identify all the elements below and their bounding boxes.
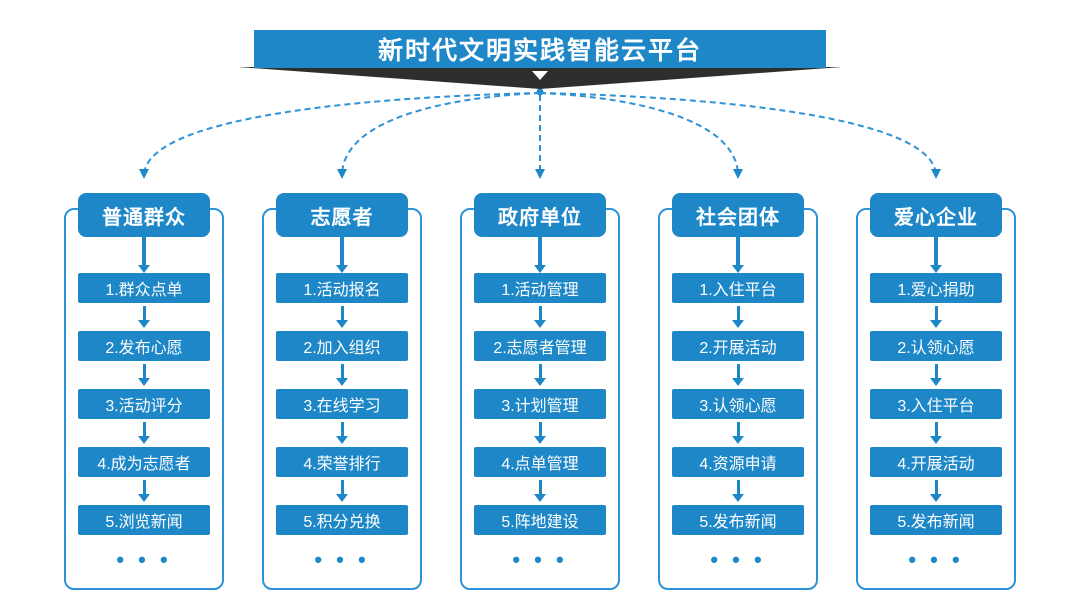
flow-step: 1.活动报名	[276, 273, 408, 303]
column-social-organizations: 社会团体 1.入住平台 2.开展活动 3.认领心愿 4.资源申请 5.发布新闻 …	[658, 193, 818, 590]
down-arrow-icon	[732, 364, 744, 386]
down-arrow-icon	[138, 364, 150, 386]
flow-step: 3.入住平台	[870, 389, 1002, 419]
flow-step: 3.活动评分	[78, 389, 210, 419]
down-arrow-icon	[534, 480, 546, 502]
down-arrow-icon	[930, 480, 942, 502]
flow-step: 2.认领心愿	[870, 331, 1002, 361]
flow-step: 5.浏览新闻	[78, 505, 210, 535]
flow-step: 5.发布新闻	[870, 505, 1002, 535]
column-header: 政府单位	[474, 193, 606, 237]
ellipsis-dots: • • •	[710, 547, 766, 572]
down-arrow-icon	[336, 422, 348, 444]
column-government-units: 政府单位 1.活动管理 2.志愿者管理 3.计划管理 4.点单管理 5.阵地建设…	[460, 193, 620, 590]
flow-step: 3.在线学习	[276, 389, 408, 419]
down-arrow-icon	[534, 364, 546, 386]
flow-step: 4.荣誉排行	[276, 447, 408, 477]
down-arrow-icon	[336, 306, 348, 328]
connector-fan	[139, 88, 941, 179]
down-arrow-icon	[336, 237, 348, 273]
column-header: 社会团体	[672, 193, 804, 237]
flow-step: 4.成为志愿者	[78, 447, 210, 477]
flow-step: 5.发布新闻	[672, 505, 804, 535]
flow-step: 5.阵地建设	[474, 505, 606, 535]
flow-step: 3.计划管理	[474, 389, 606, 419]
flow-step: 1.群众点单	[78, 273, 210, 303]
flow-step: 2.开展活动	[672, 331, 804, 361]
down-arrow-icon	[532, 71, 548, 80]
down-arrow-icon	[336, 480, 348, 502]
dashed-arrow-to-volunteers	[337, 92, 541, 179]
ellipsis-dots: • • •	[314, 547, 370, 572]
column-flow: 1.活动管理 2.志愿者管理 3.计划管理 4.点单管理 5.阵地建设 • • …	[460, 237, 620, 571]
down-arrow-icon	[138, 306, 150, 328]
down-arrow-icon	[732, 480, 744, 502]
flow-step: 1.爱心捐助	[870, 273, 1002, 303]
down-arrow-icon	[930, 306, 942, 328]
column-volunteers: 志愿者 1.活动报名 2.加入组织 3.在线学习 4.荣誉排行 5.积分兑换 •…	[262, 193, 422, 590]
column-general-public: 普通群众 1.群众点单 2.发布心愿 3.活动评分 4.成为志愿者 5.浏览新闻…	[64, 193, 224, 590]
down-arrow-icon	[534, 306, 546, 328]
ellipsis-dots: • • •	[512, 547, 568, 572]
dashed-arrow-to-caring-enterprises	[539, 92, 941, 179]
down-arrow-icon	[930, 237, 942, 273]
down-arrow-icon	[534, 422, 546, 444]
down-arrow-icon	[930, 422, 942, 444]
column-header: 普通群众	[78, 193, 210, 237]
dashed-arrow-to-general-public	[139, 92, 541, 179]
flow-step: 5.积分兑换	[276, 505, 408, 535]
flow-step: 3.认领心愿	[672, 389, 804, 419]
ellipsis-dots: • • •	[116, 547, 172, 572]
column-flow: 1.入住平台 2.开展活动 3.认领心愿 4.资源申请 5.发布新闻 • • •	[658, 237, 818, 571]
down-arrow-icon	[732, 422, 744, 444]
flow-step: 4.开展活动	[870, 447, 1002, 477]
down-arrow-icon	[138, 237, 150, 273]
platform-title-banner: 新时代文明实践智能云平台	[254, 30, 826, 68]
flow-step: 1.入住平台	[672, 273, 804, 303]
column-flow: 1.活动报名 2.加入组织 3.在线学习 4.荣誉排行 5.积分兑换 • • •	[262, 237, 422, 571]
ellipsis-dots: • • •	[908, 547, 964, 572]
flow-step: 1.活动管理	[474, 273, 606, 303]
down-arrow-icon	[534, 237, 546, 273]
flow-step: 4.资源申请	[672, 447, 804, 477]
flow-step: 2.发布心愿	[78, 331, 210, 361]
down-arrow-icon	[930, 364, 942, 386]
flow-step: 2.加入组织	[276, 331, 408, 361]
column-header: 志愿者	[276, 193, 408, 237]
down-arrow-icon	[732, 306, 744, 328]
down-arrow-icon	[336, 364, 348, 386]
down-arrow-icon	[732, 237, 744, 273]
down-arrow-icon	[138, 422, 150, 444]
dashed-arrow-to-social-organizations	[539, 92, 743, 179]
flow-step: 4.点单管理	[474, 447, 606, 477]
down-arrow-icon	[138, 480, 150, 502]
column-flow: 1.群众点单 2.发布心愿 3.活动评分 4.成为志愿者 5.浏览新闻 • • …	[64, 237, 224, 571]
flow-step: 2.志愿者管理	[474, 331, 606, 361]
column-flow: 1.爱心捐助 2.认领心愿 3.入住平台 4.开展活动 5.发布新闻 • • •	[856, 237, 1016, 571]
column-caring-enterprises: 爱心企业 1.爱心捐助 2.认领心愿 3.入住平台 4.开展活动 5.发布新闻 …	[856, 193, 1016, 590]
column-header: 爱心企业	[870, 193, 1002, 237]
fan-origin-dot	[536, 88, 544, 96]
